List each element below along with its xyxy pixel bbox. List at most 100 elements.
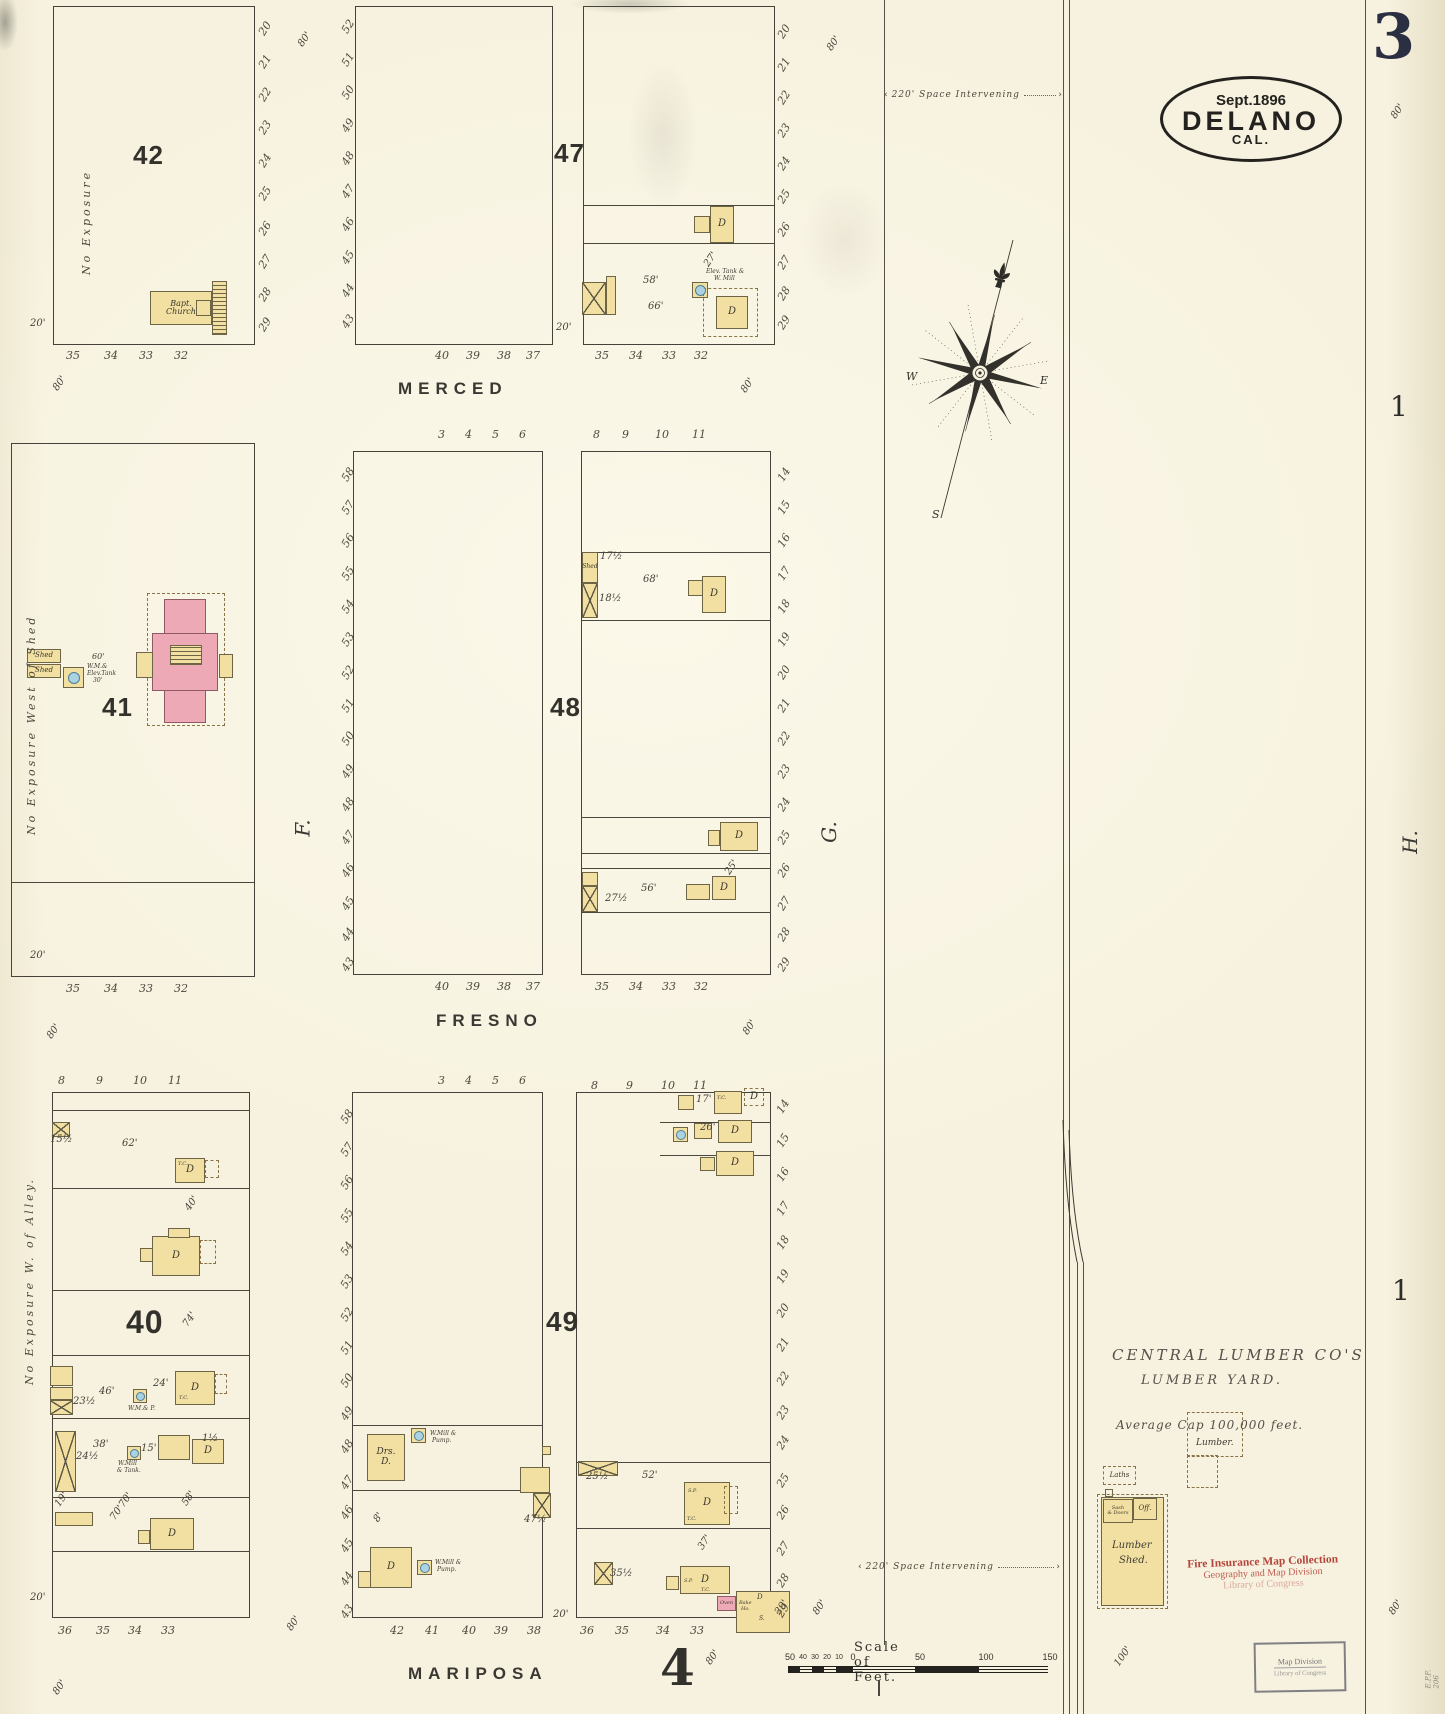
building-label: D	[171, 1249, 181, 1261]
map-annotation: S.P.	[684, 1578, 693, 1584]
lot-number: 39	[494, 1624, 508, 1637]
building	[136, 652, 153, 678]
lot-number: 33	[161, 1624, 175, 1637]
building-label: D	[719, 881, 729, 893]
lot-number: 29	[255, 315, 275, 334]
dimension-label: 80'	[50, 1678, 69, 1697]
map-division-stamp: Map Division Library of Congress	[1253, 1641, 1347, 1693]
dimension-label: 80'	[284, 1614, 303, 1633]
scale-tick: 0	[850, 1652, 856, 1662]
lot-number: 26	[773, 1503, 793, 1522]
leader-arrow-icon: ‹	[884, 89, 888, 100]
map-annotation: Lumber	[1112, 1540, 1152, 1551]
lot-divider-line	[581, 853, 771, 855]
dimension-label: 80'	[703, 1648, 722, 1667]
building	[708, 830, 720, 846]
dotted-leader	[997, 1566, 1055, 1568]
street-line	[884, 0, 886, 1645]
lot-number: 41	[425, 1624, 439, 1637]
building	[520, 1467, 550, 1493]
map-annotation: Elev.Tank	[87, 670, 117, 677]
scale-tick: 30	[811, 1654, 819, 1661]
lot-number: 34	[656, 1624, 670, 1637]
lot-divider-line	[581, 552, 771, 554]
street-letter-f: F.	[290, 819, 315, 837]
map-annotation: T.C.	[178, 1161, 188, 1167]
street-label-mariposa: MARIPOSA	[408, 1664, 548, 1683]
lot-number: 32	[694, 349, 708, 362]
lot-number: 9	[96, 1074, 103, 1087]
lot-number: 24	[774, 154, 794, 173]
adjacent-sheet-number: 4	[660, 1638, 695, 1697]
lot-number: 39	[466, 349, 480, 362]
block-outline	[583, 6, 775, 345]
water-tank-icon	[68, 672, 80, 684]
lot-divider-line	[11, 882, 255, 884]
block-number-41: 41	[102, 692, 133, 722]
lot-number: 25	[774, 187, 794, 206]
building	[700, 1157, 715, 1171]
lot-divider-line	[660, 1155, 771, 1157]
lot-number: 32	[694, 980, 708, 993]
map-annotation: W.M.&	[87, 663, 108, 670]
block-outline	[355, 6, 553, 345]
lot-number: 17	[773, 1199, 793, 1218]
lot-number: 32	[174, 349, 188, 362]
stamp-line: Library of Congress	[1273, 1669, 1327, 1678]
building	[606, 276, 616, 315]
building-label: Off.	[1138, 1504, 1152, 1513]
lot-number: 42	[390, 1624, 404, 1637]
lot-divider-line	[52, 1290, 250, 1292]
dimension-label: 80'	[1388, 102, 1407, 121]
stamp-line: Map Division	[1273, 1656, 1327, 1669]
space-intervening-note: ‹220' Space Intervening›	[858, 1562, 1060, 1572]
street-line	[1365, 0, 1367, 1714]
building-d: D	[175, 1158, 205, 1183]
building	[736, 1591, 790, 1633]
block-outline	[53, 6, 255, 345]
lot-number: 29	[774, 955, 794, 974]
lot-number: 16	[773, 1165, 793, 1184]
building-shed: Shed	[27, 664, 61, 678]
space-note-text: 220' Space Intervening	[891, 90, 1020, 100]
dimension-label: 20'	[30, 950, 46, 961]
block-outline	[352, 1092, 543, 1618]
water-tank-icon	[130, 1449, 139, 1458]
block-number-42: 42	[133, 140, 164, 170]
building	[52, 1122, 70, 1137]
lot-number: 8	[58, 1074, 65, 1087]
space-intervening-note: ‹220' Space Intervening›	[884, 90, 1062, 100]
dimension-label: 58'	[643, 275, 659, 286]
building-label: Laths	[1109, 1470, 1130, 1479]
building	[578, 1461, 618, 1476]
lot-number: 33	[139, 982, 153, 995]
building-shed: Shed	[27, 649, 61, 663]
building	[170, 645, 202, 665]
lot-number: 26	[255, 219, 275, 238]
lot-number: 38	[527, 1624, 541, 1637]
lumber-yard-capacity: Average Cap 100,000 feet.	[1116, 1418, 1304, 1432]
building	[55, 1431, 76, 1492]
map-annotation: T.C.	[701, 1587, 711, 1593]
lot-number: 16	[774, 531, 794, 550]
lot-number: 20	[773, 1301, 793, 1320]
lot-number: 27	[774, 253, 794, 272]
lot-number: 10	[655, 428, 669, 441]
map-annotation: W.M.& P.	[128, 1405, 156, 1412]
building	[703, 288, 758, 337]
lot-number: 24	[773, 1433, 793, 1452]
lot-number: 21	[255, 52, 275, 71]
railroad-track	[1083, 1262, 1085, 1714]
building	[694, 216, 710, 233]
lot-number: 4	[465, 428, 472, 441]
sheet-number: 3	[1372, 0, 1416, 73]
building-label: Oven	[719, 1599, 734, 1606]
building	[678, 1095, 694, 1110]
lot-number: 26	[774, 861, 794, 880]
lot-number: 35	[615, 1624, 629, 1637]
lot-divider-line	[52, 1551, 250, 1553]
building-label: D	[203, 1445, 213, 1457]
scan-smudge	[0, 0, 18, 52]
map-annotation: & Tank.	[117, 1467, 141, 1474]
lot-divider-line	[52, 1110, 250, 1112]
